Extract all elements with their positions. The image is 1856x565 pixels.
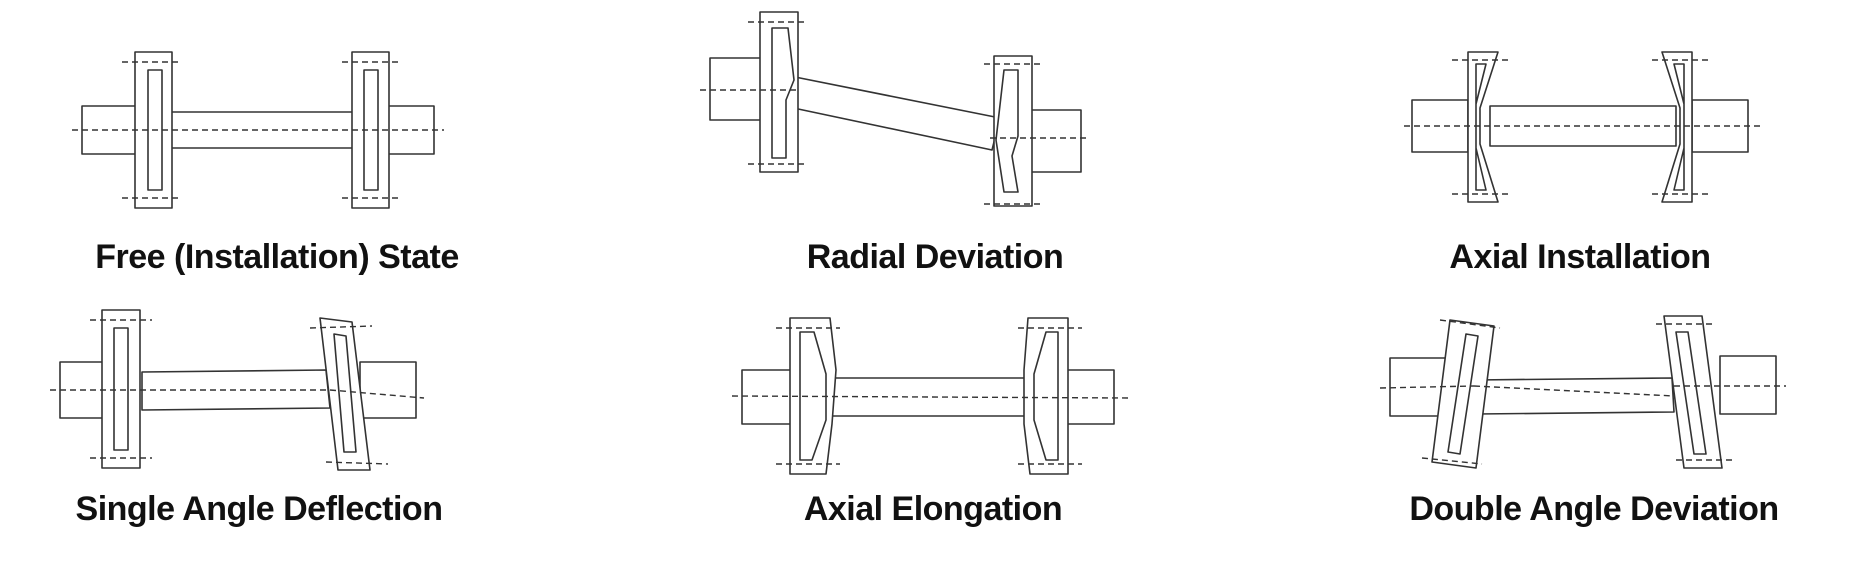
caption-free-state: Free (Installation) State	[95, 238, 459, 276]
coupling-axial-elongation	[731, 317, 1129, 475]
coupling-double-angle-deviation	[1379, 315, 1786, 469]
caption-single-angle-deflection: Single Angle Deflection	[75, 490, 443, 528]
caption-double-angle-deviation: Double Angle Deviation	[1409, 490, 1779, 528]
coupling-single-angle-deflection	[50, 309, 425, 471]
caption-axial-elongation: Axial Elongation	[803, 490, 1063, 528]
caption-radial-deviation: Radial Deviation	[806, 238, 1064, 276]
coupling-axial-installation	[1404, 51, 1760, 203]
coupling-radial-deviation	[700, 11, 1090, 207]
coupling-free-state	[72, 51, 444, 209]
caption-axial-installation: Axial Installation	[1449, 238, 1711, 276]
